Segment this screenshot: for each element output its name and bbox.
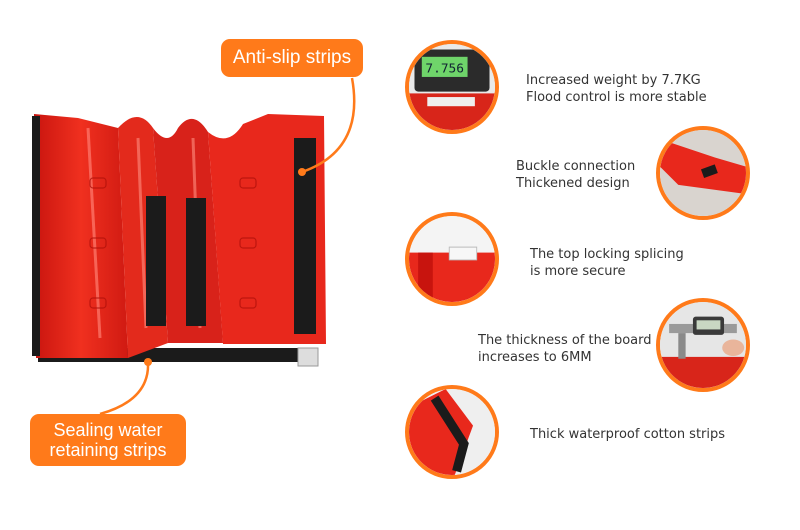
flood-barrier-board-image [32,114,326,367]
feature-line: Thickened design [516,176,630,191]
feature-weight-text: Increased weight by 7.7KG Flood control … [526,72,707,106]
feature-line: Buckle connection [516,159,636,174]
feature-buckle-text: Buckle connection Thickened design [516,158,635,192]
sealing-strips-callout: Sealing water retaining strips [30,414,186,466]
feature-thickness-text: The thickness of the board increases to … [478,332,652,366]
buckle-icon [656,126,750,220]
cotton-strip-icon [405,385,499,479]
feature-line: The thickness of the board [478,333,652,348]
feature-line: Thick waterproof cotton strips [530,427,726,442]
feature-cotton-text: Thick waterproof cotton strips [530,426,725,443]
scale-reading-text: 7.756 [425,61,464,76]
feature-line: Flood control is more stable [526,90,707,105]
anti-slip-strips-callout: Anti-slip strips [221,39,363,77]
feature-line: Increased weight by 7.7KG [526,73,701,88]
locking-splice-icon [405,212,499,306]
feature-line: is more secure [530,264,626,279]
caliper-icon [656,298,750,392]
feature-locking-text: The top locking splicing is more secure [530,246,684,280]
weighing-scale-icon: 7.756 [405,40,499,134]
feature-line: The top locking splicing [530,247,684,262]
feature-line: increases to 6MM [478,350,592,365]
